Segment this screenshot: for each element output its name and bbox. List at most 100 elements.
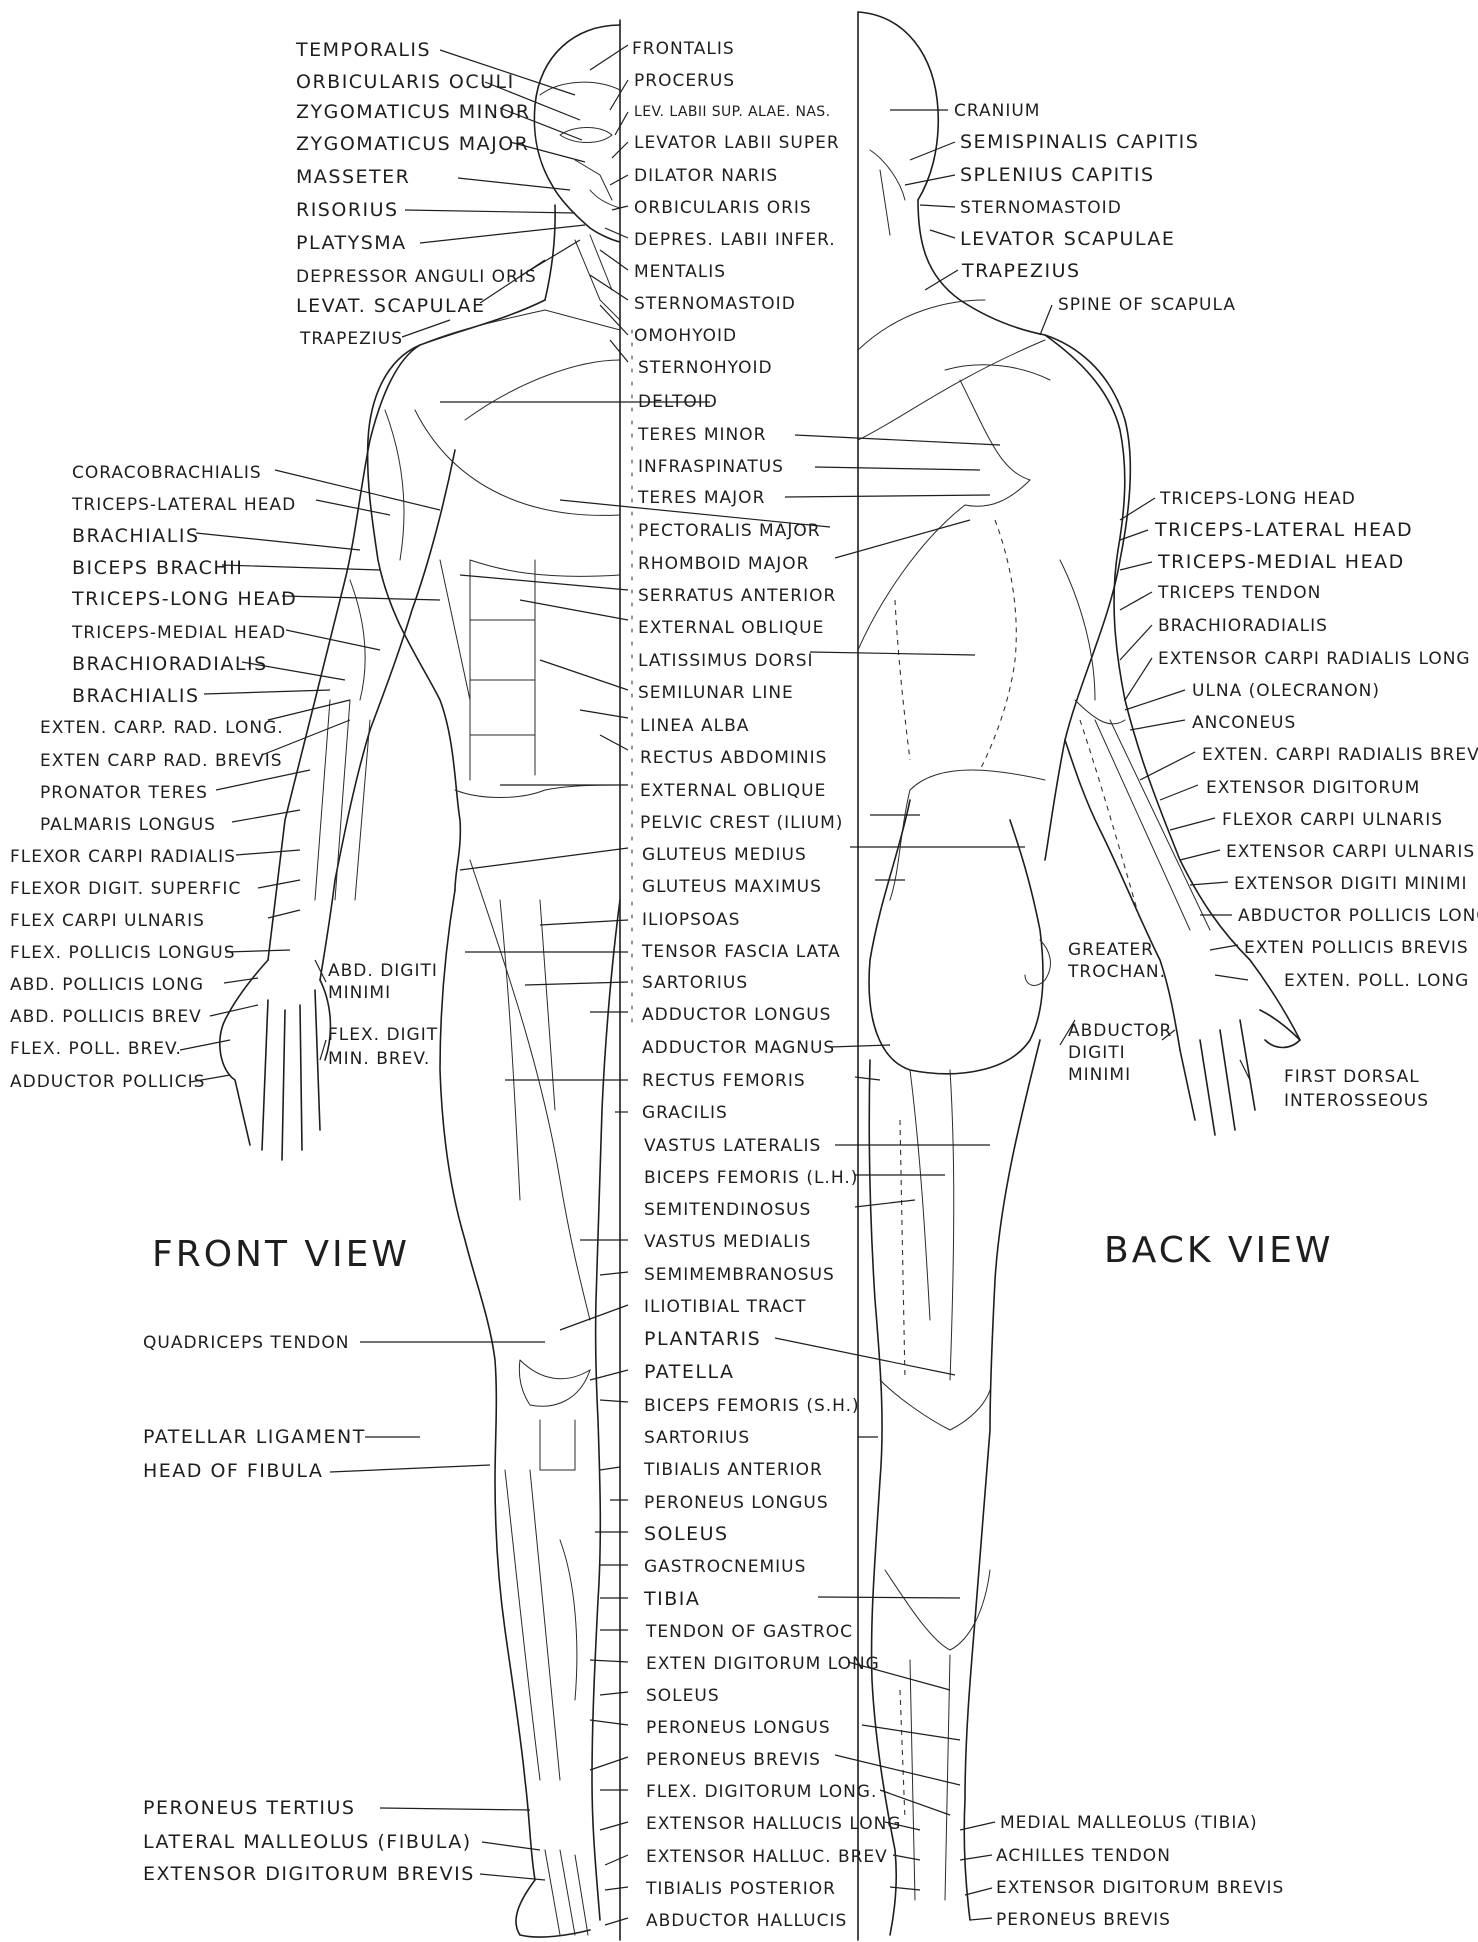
label-sternomastoid-front: STERNOMASTOID	[634, 294, 796, 314]
label-biceps-femoris-sh: BICEPS FEMORIS (S.H.)	[644, 1396, 860, 1416]
label-vastus-medialis: VASTUS MEDIALIS	[644, 1232, 811, 1252]
label-brachioradialis-back: BRACHIORADIALIS	[1158, 616, 1328, 636]
label-procerus: PROCERUS	[634, 71, 735, 91]
label-vastus-lateralis: VASTUS LATERALIS	[644, 1136, 821, 1156]
label-trochan: TROCHAN.	[1067, 962, 1166, 982]
label-abductor: ABDUCTOR	[1068, 1021, 1172, 1041]
label-semimembranosus: SEMIMEMBRANOSUS	[644, 1265, 835, 1285]
label-peroneus-brevis-back: PERONEUS BREVIS	[996, 1910, 1171, 1930]
label-exten-carp-rad-long: EXTEN. CARP. RAD. LONG.	[40, 718, 284, 738]
label-platysma: PLATYSMA	[296, 232, 407, 254]
label-orbicularis-oris: ORBICULARIS ORIS	[634, 198, 812, 218]
label-sartorius-lower: SARTORIUS	[644, 1428, 750, 1448]
label-peroneus-longus-upper: PERONEUS LONGUS	[644, 1493, 829, 1513]
back-hand-outline	[1180, 1010, 1300, 1135]
label-gluteus-medius: GLUTEUS MEDIUS	[642, 845, 807, 865]
label-extensor-digitorum: EXTENSOR DIGITORUM	[1206, 778, 1420, 798]
label-flex-poll-brev: FLEX. POLL. BREV.	[10, 1039, 182, 1059]
back-torso-outline	[1045, 335, 1130, 860]
label-triceps-tendon: TRICEPS TENDON	[1157, 583, 1321, 603]
label-external-oblique-lower: EXTERNAL OBLIQUE	[640, 781, 826, 801]
label-cranium: CRANIUM	[954, 101, 1040, 121]
label-lateral-malleolus: LATERAL MALLEOLUS (FIBULA)	[143, 1831, 472, 1853]
label-gracilis: GRACILIS	[642, 1103, 728, 1123]
label-flex-pollicis-longus: FLEX. POLLICIS LONGUS	[10, 943, 235, 963]
label-abductor-hallucis: ABDUCTOR HALLUCIS	[646, 1911, 847, 1931]
label-latissimus-dorsi: LATISSIMUS DORSI	[638, 651, 814, 671]
label-biceps-brachii: BICEPS BRACHII	[72, 557, 243, 579]
label-adductor-pollicis: ADDUCTOR POLLICIS	[10, 1072, 205, 1092]
label-triceps-long-head-back: TRICEPS-LONG HEAD	[1159, 489, 1356, 509]
label-first-dorsal: FIRST DORSAL	[1284, 1067, 1420, 1087]
label-flex-digitorum-long: FLEX. DIGITORUM LONG.	[646, 1782, 877, 1802]
label-triceps-lateral-head-back: TRICEPS-LATERAL HEAD	[1154, 519, 1413, 541]
label-pectoralis-major: PECTORALIS MAJOR	[638, 521, 821, 541]
label-brachioradialis: BRACHIORADIALIS	[72, 653, 268, 675]
label-zygomaticus-major: ZYGOMATICUS MAJOR	[296, 133, 529, 155]
label-flex-digit: FLEX. DIGIT	[328, 1025, 438, 1045]
back-leg-outline	[869, 1060, 896, 1935]
label-pelvic-crest: PELVIC CREST (ILIUM)	[640, 813, 843, 833]
label-achilles-tendon: ACHILLES TENDON	[996, 1846, 1171, 1866]
label-masseter: MASSETER	[296, 166, 410, 188]
label-iliopsoas: ILIOPSOAS	[642, 910, 740, 930]
label-frontalis: FRONTALIS	[632, 39, 735, 59]
label-soleus-lower: SOLEUS	[646, 1686, 720, 1706]
label-levator-scapulae: LEVATOR SCAPULAE	[960, 228, 1175, 250]
label-levat-scapulae: LEVAT. SCAPULAE	[296, 295, 486, 317]
label-flex-carpi-ulnaris: FLEX CARPI ULNARIS	[10, 911, 205, 931]
label-flexor-digit-superfic: FLEXOR DIGIT. SUPERFIC	[10, 879, 241, 899]
label-serratus-anterior: SERRATUS ANTERIOR	[638, 586, 836, 606]
label-tensor-fascia-lata: TENSOR FASCIA LATA	[641, 942, 841, 962]
label-anconeus: ANCONEUS	[1192, 713, 1296, 733]
label-peroneus-longus-lower: PERONEUS LONGUS	[646, 1718, 831, 1738]
label-triceps-medial-head-back: TRICEPS-MEDIAL HEAD	[1157, 551, 1405, 573]
label-exten-carpi-radialis-brev: EXTEN. CARPI RADIALIS BREV	[1202, 745, 1478, 765]
label-extensor-carpi-ulnaris: EXTENSOR CARPI ULNARIS	[1226, 842, 1475, 862]
label-abd-digiti: ABD. DIGITI	[328, 961, 438, 981]
label-flexor-carpi-radialis: FLEXOR CARPI RADIALIS	[10, 847, 236, 867]
label-minimi: MINIMI	[1068, 1065, 1131, 1085]
label-brachialis-lower: BRACHIALIS	[72, 685, 200, 707]
label-extensor-hallucis-long: EXTENSOR HALLUCIS LONG	[646, 1814, 901, 1834]
label-tibialis-anterior: TIBIALIS ANTERIOR	[643, 1460, 823, 1480]
label-gluteus-maximus: GLUTEUS MAXIMUS	[642, 877, 822, 897]
label-rectus-abdominis: RECTUS ABDOMINIS	[640, 748, 827, 768]
label-linea-alba: LINEA ALBA	[640, 716, 749, 736]
label-greater: GREATER	[1068, 940, 1154, 960]
label-patella: PATELLA	[644, 1361, 734, 1383]
label-coracobrachialis: CORACOBRACHIALIS	[72, 463, 262, 483]
label-exten-carp-rad-brevis: EXTEN CARP RAD. BREVIS	[40, 751, 283, 771]
label-spine-of-scapula: SPINE OF SCAPULA	[1058, 295, 1236, 315]
label-pronator-teres: PRONATOR TERES	[40, 783, 208, 803]
label-quadriceps-tendon: QUADRICEPS TENDON	[143, 1333, 349, 1353]
label-medial-malleolus: MEDIAL MALLEOLUS (TIBIA)	[1000, 1813, 1258, 1833]
label-biceps-femoris-lh: BICEPS FEMORIS (L.H.)	[644, 1168, 858, 1188]
label-extensor-carpi-radialis-long: EXTENSOR CARPI RADIALIS LONG	[1158, 649, 1471, 669]
label-tibialis-posterior: TIBIALIS POSTERIOR	[645, 1879, 836, 1899]
label-adductor-longus: ADDUCTOR LONGUS	[642, 1005, 831, 1025]
label-dilator-naris: DILATOR NARIS	[634, 166, 778, 186]
label-soleus-upper: SOLEUS	[644, 1523, 729, 1545]
label-depressor-anguli-oris: DEPRESSOR ANGULI ORIS	[296, 267, 537, 287]
label-deltoid: DELTOID	[638, 392, 718, 412]
label-rhomboid-major: RHOMBOID MAJOR	[638, 554, 809, 574]
label-digiti: DIGITI	[1068, 1043, 1126, 1063]
label-extensor-halluc-brev: EXTENSOR HALLUC. BREV	[646, 1847, 888, 1867]
front-head-outline	[534, 25, 620, 242]
label-lev-labii-sup-alae-nas: LEV. LABII SUP. ALAE. NAS.	[634, 104, 830, 120]
label-rectus-femoris: RECTUS FEMORIS	[642, 1071, 806, 1091]
label-min-brev: MIN. BREV.	[328, 1049, 430, 1069]
label-levator-labii-super: LEVATOR LABII SUPER	[634, 133, 840, 153]
label-sternohyoid: STERNOHYOID	[638, 358, 773, 378]
label-peroneus-brevis: PERONEUS BREVIS	[646, 1750, 821, 1770]
label-semitendinosus: SEMITENDINOSUS	[644, 1200, 811, 1220]
label-gastrocnemius: GASTROCNEMIUS	[644, 1557, 806, 1577]
label-brachialis-upper: BRACHIALIS	[72, 525, 200, 547]
label-extensor-digitorum-brevis-back: EXTENSOR DIGITORUM BREVIS	[996, 1878, 1284, 1898]
label-extensor-digiti-minimi: EXTENSOR DIGITI MINIMI	[1234, 874, 1468, 894]
label-trapezius-front: TRAPEZIUS	[299, 329, 403, 349]
back-right-labels: CRANIUM SEMISPINALIS CAPITIS SPLENIUS CA…	[954, 101, 1478, 1930]
label-semilunar-line: SEMILUNAR LINE	[638, 683, 794, 703]
